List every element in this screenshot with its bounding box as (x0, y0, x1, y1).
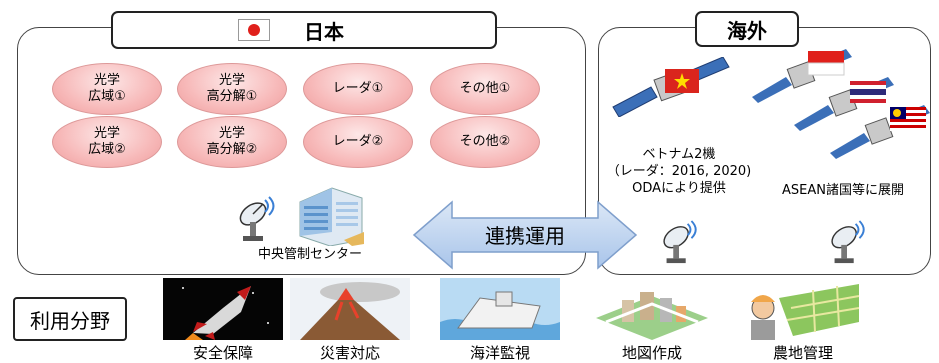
japan-title-box: 日本 (111, 11, 497, 49)
city-map-icon (592, 278, 712, 340)
vietnam-antenna-icon (663, 220, 697, 264)
asean-caption: ASEAN諸国等に展開 (782, 183, 904, 198)
use-farmland-label: 農地管理 (772, 344, 833, 362)
farmer-icon (743, 278, 863, 340)
vietnam-caption: ベトナム2機 （レーダ：2016, 2020) ODAにより提供 (606, 147, 752, 196)
use-disaster-label: 災害対応 (319, 344, 380, 362)
use-security-label: 安全保障 (192, 344, 253, 362)
overseas-title-box: 海外 (695, 11, 799, 47)
satellite-optical-wide-2: 光学 広域② (52, 116, 162, 168)
overseas-panel (598, 27, 931, 275)
use-mapping-label: 地図作成 (621, 344, 682, 362)
satellite-optical-highres-2: 光学 高分解② (177, 116, 287, 168)
cooperation-double-arrow (412, 200, 638, 270)
use-maritime-label: 海洋監視 (469, 344, 530, 362)
control-center-label: 中央管制センター (257, 247, 362, 262)
satellite-other-1: その他① (430, 63, 540, 115)
overseas-title: 海外 (727, 18, 767, 43)
satellite-other-2: その他② (430, 116, 540, 168)
satellite-optical-highres-1: 光学 高分解① (177, 63, 287, 115)
antenna-dish-icon (239, 196, 275, 241)
satellite-radar-2: レーダ② (303, 116, 413, 168)
control-center-building-icon (299, 187, 364, 246)
rocket-icon (163, 278, 283, 340)
vietnam-satellite-icon (612, 57, 730, 117)
cooperation-label: 連携運用 (485, 224, 565, 248)
ship-icon (440, 278, 560, 340)
volcano-icon (290, 278, 410, 340)
indonesia-satellite-icon (752, 49, 852, 103)
uses-title: 利用分野 (30, 308, 110, 333)
uses-title-box: 利用分野 (13, 297, 127, 341)
satellite-optical-wide-1: 光学 広域① (52, 63, 162, 115)
thailand-satellite-icon (794, 77, 894, 131)
japan-title: 日本 (304, 19, 344, 44)
japan-flag-icon (238, 19, 270, 41)
satellite-radar-1: レーダ① (303, 63, 413, 115)
asean-antenna-icon (831, 220, 865, 264)
malaysia-satellite-icon (830, 105, 930, 159)
